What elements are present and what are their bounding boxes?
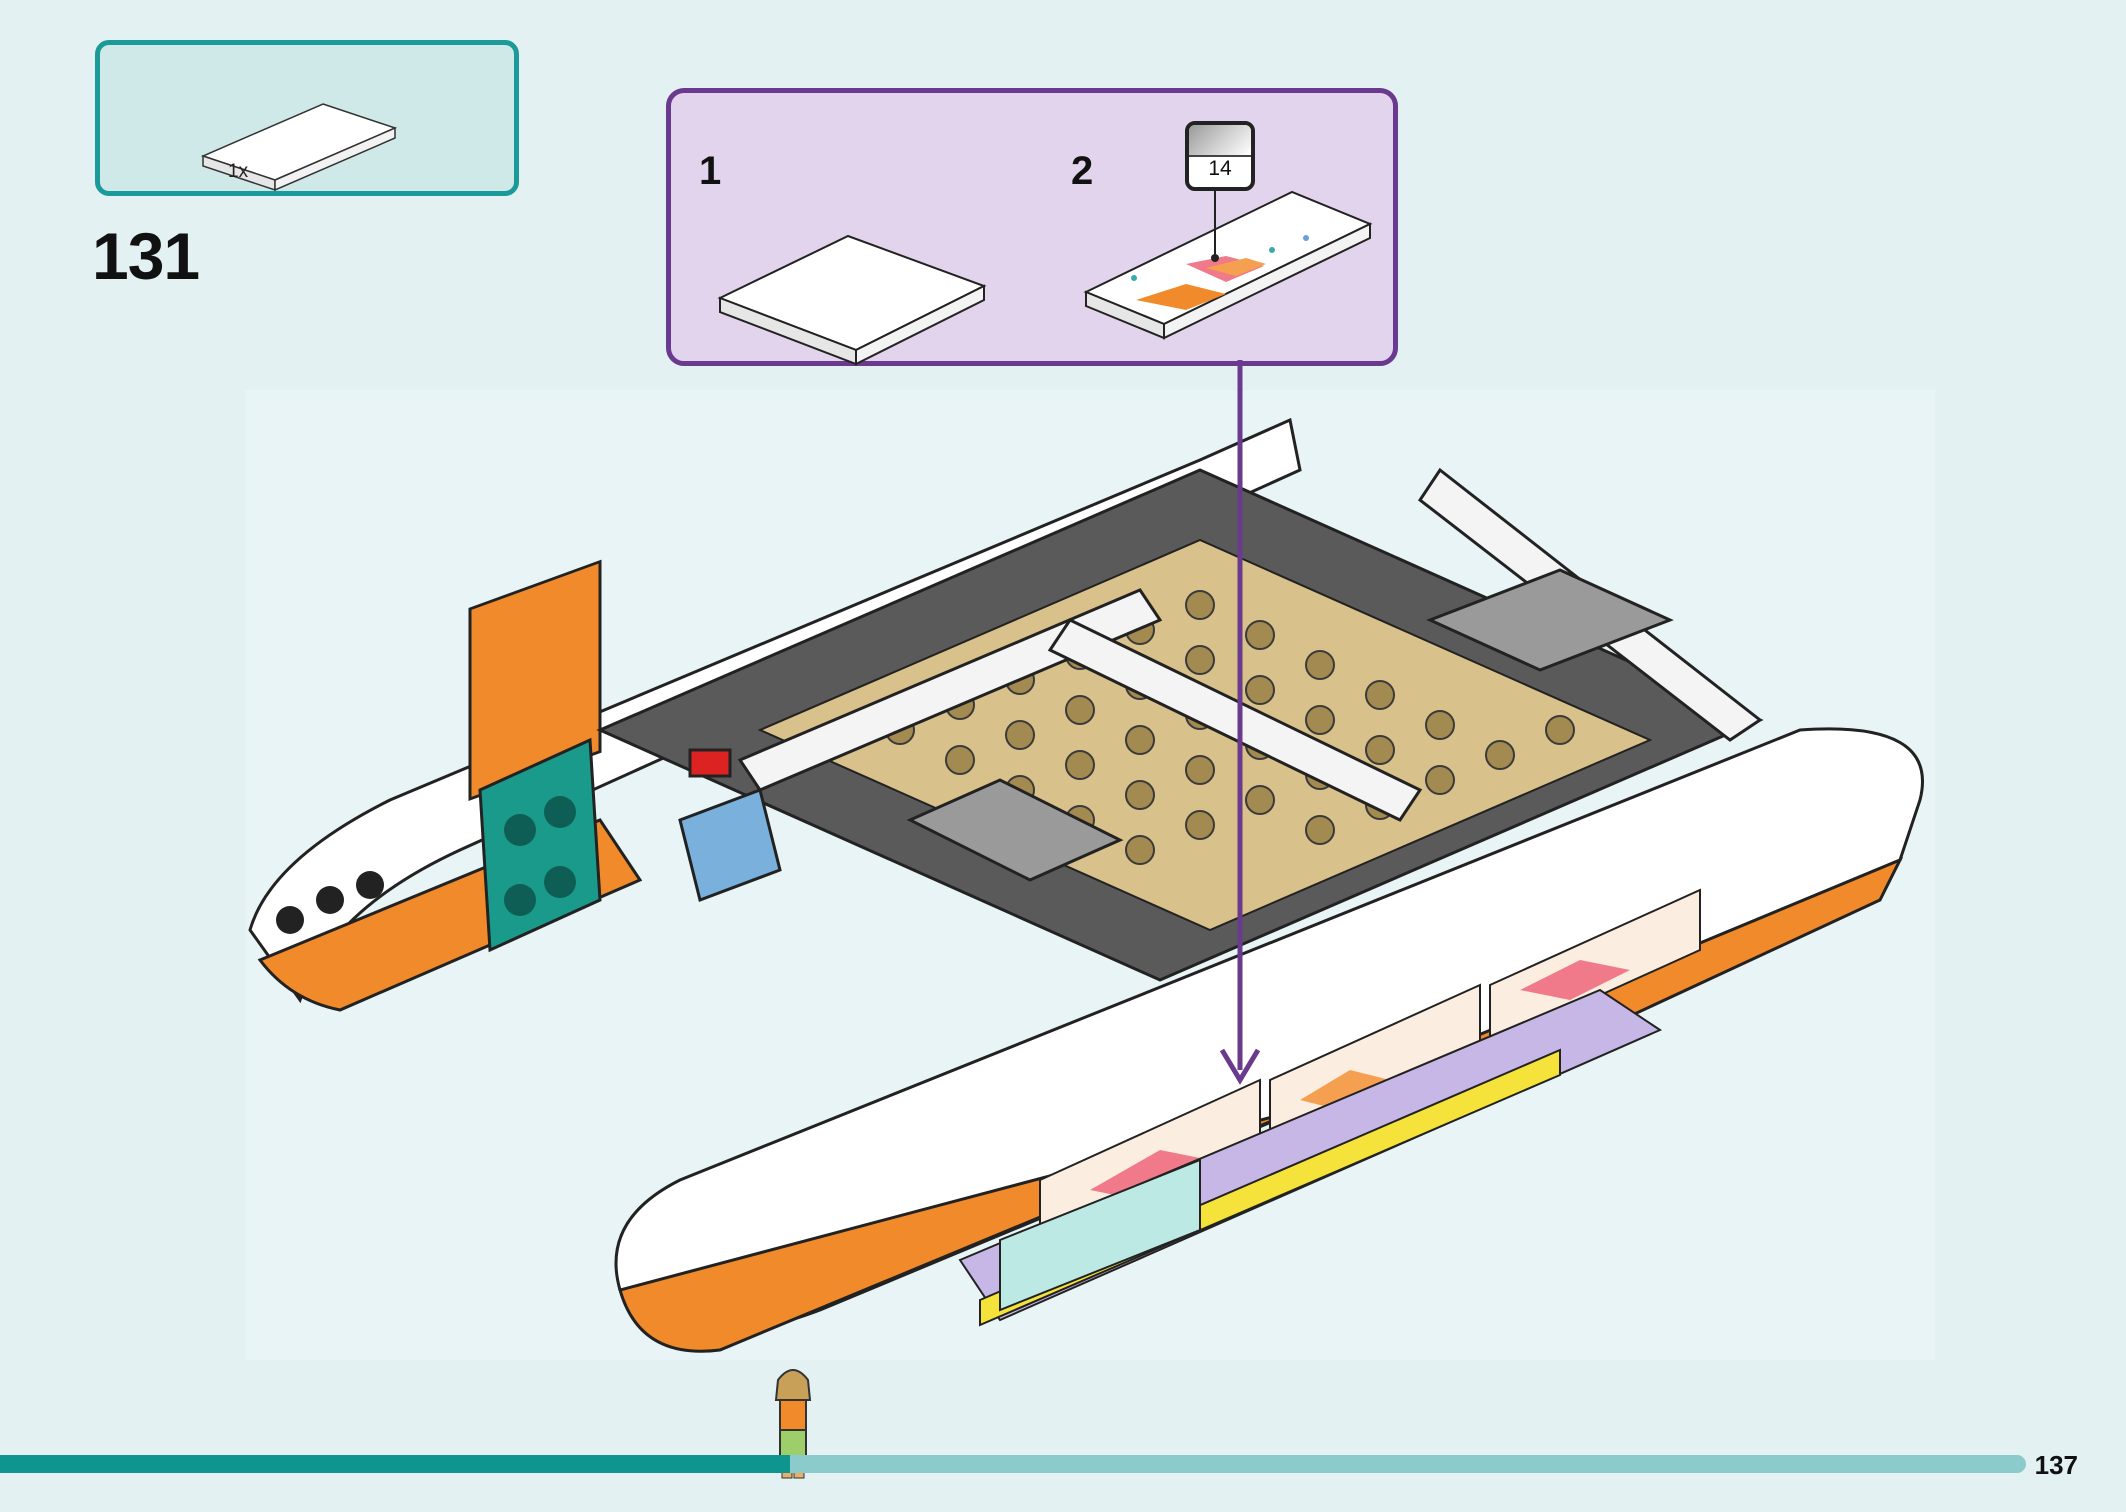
substep-2-label: 2 <box>1071 149 1094 193</box>
sticker-peel-icon <box>1189 125 1251 157</box>
decorated-tile-1x4-icon <box>1083 186 1373 340</box>
progress-bar <box>0 1455 2026 1473</box>
part-count: 1x <box>228 161 249 182</box>
sticker-number: 14 <box>1208 157 1232 180</box>
page-number: 137 <box>2034 1450 2078 1480</box>
parts-list-box: 1x <box>95 40 519 196</box>
substep-callout: 1 2 14 <box>666 88 1398 366</box>
sticker-badge: 14 <box>1185 121 1255 191</box>
white-tile-1x4-icon <box>717 234 987 366</box>
white-tile-1x4-icon <box>200 103 398 192</box>
step-number: 131 <box>92 219 200 293</box>
substep-1-label: 1 <box>699 149 722 193</box>
progress-fill <box>0 1455 791 1473</box>
